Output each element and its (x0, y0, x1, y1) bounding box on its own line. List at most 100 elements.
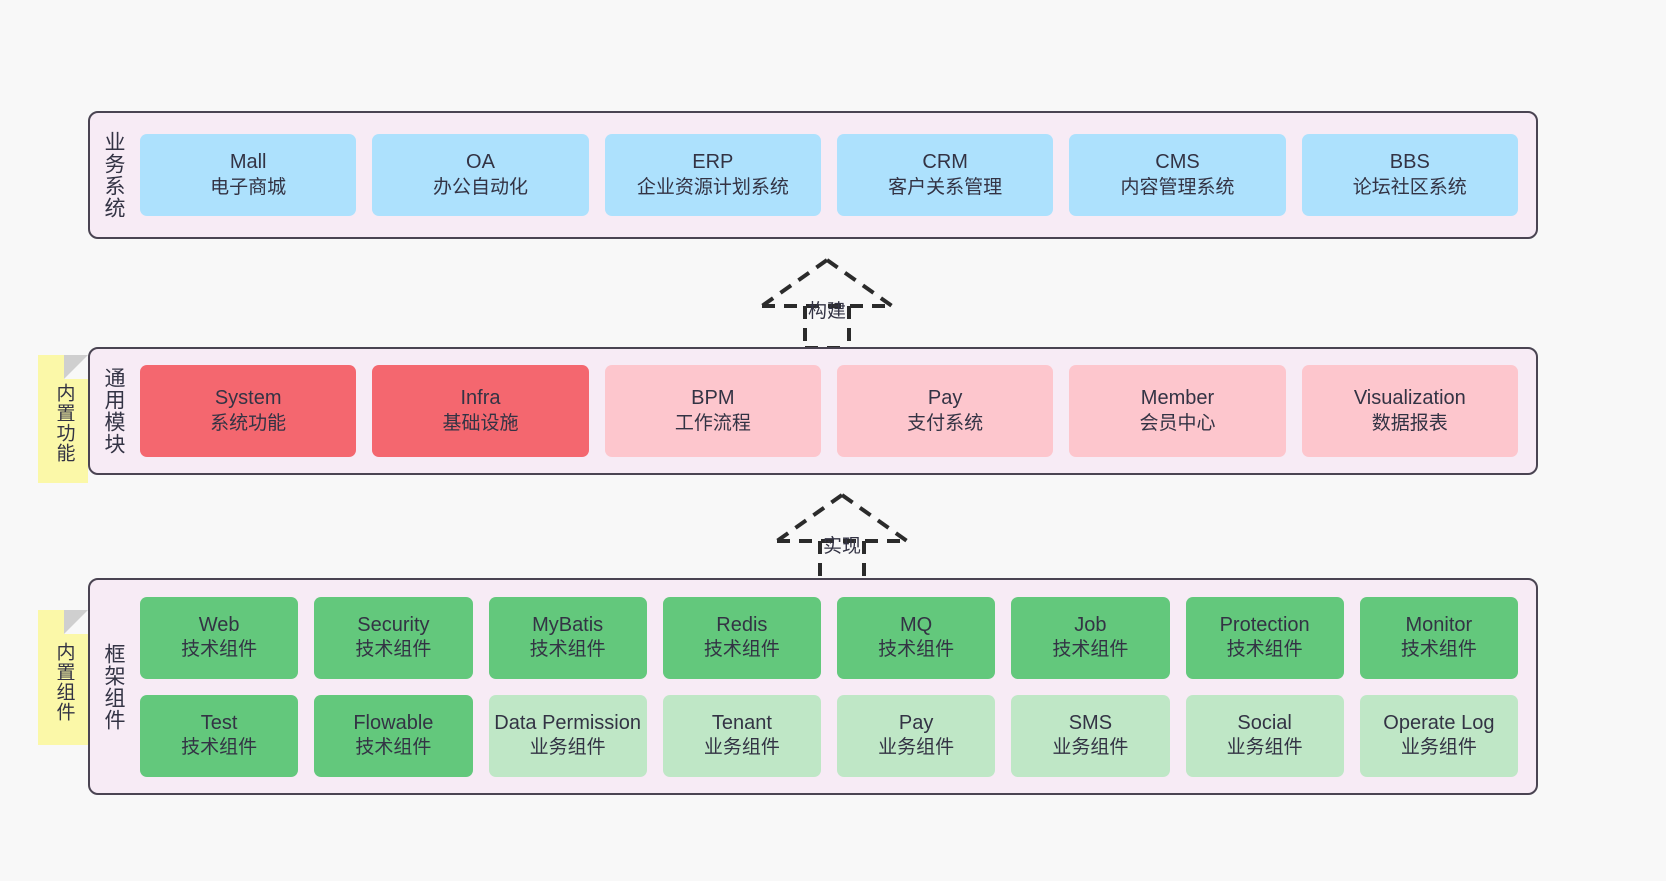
card-title-en: System (214, 387, 282, 410)
tech-component-card-monitor[interactable]: Monitor 技术组件 (1359, 596, 1518, 679)
card-title-cn: 系统功能 (210, 412, 287, 434)
card-title-en: BBS (1389, 151, 1430, 174)
card-title-cn: 电子商城 (210, 176, 287, 198)
implement-arrowhead-left (775, 493, 844, 543)
component-card-data-permission[interactable]: Data Permission 业务组件 (488, 694, 647, 777)
card-title-en: Test (200, 711, 238, 734)
build-arrowhead-right (825, 258, 894, 308)
card-title-en: MyBatis (532, 613, 604, 636)
card-title-en: CMS (1155, 151, 1200, 174)
tech-component-card-web[interactable]: Web 技术组件 (140, 596, 299, 679)
card-title-cn: 技术组件 (878, 639, 955, 661)
card-title-en: Visualization (1353, 387, 1466, 410)
card-title-cn: 技术组件 (355, 737, 432, 759)
card-title-cn: 技术组件 (355, 639, 432, 661)
card-title-en: Pay (927, 387, 963, 410)
card-title-en: Security (357, 613, 430, 636)
component-card-operate-log[interactable]: Operate Log 业务组件 (1359, 694, 1518, 777)
layer-business-title: 业务系统 (102, 131, 126, 219)
card-title-en: Flowable (353, 711, 434, 734)
card-title-cn: 技术组件 (1400, 639, 1477, 661)
card-title-en: Monitor (1405, 613, 1473, 636)
tech-component-card-job[interactable]: Job 技术组件 (1011, 596, 1170, 679)
card-title-cn: 技术组件 (1052, 639, 1129, 661)
card-title-cn: 工作流程 (674, 412, 751, 434)
card-title-en: BPM (691, 387, 735, 410)
card-title-cn: 数据报表 (1371, 412, 1448, 434)
card-title-cn: 技术组件 (181, 737, 258, 759)
card-title-en: MQ (900, 613, 933, 636)
card-title-cn: 论坛社区系统 (1352, 176, 1467, 198)
card-title-cn: 技术组件 (703, 639, 780, 661)
card-title-cn: 技术组件 (529, 639, 606, 661)
component-card-test[interactable]: Test 技术组件 (140, 694, 299, 777)
card-title-cn: 业务组件 (529, 737, 606, 759)
tech-component-card-mybatis[interactable]: MyBatis 技术组件 (488, 596, 647, 679)
card-title-en: OA (466, 151, 495, 174)
component-card-flowable[interactable]: Flowable 技术组件 (314, 694, 473, 777)
component-card-sms[interactable]: SMS 业务组件 (1011, 694, 1170, 777)
card-title-cn: 技术组件 (181, 639, 258, 661)
card-title-en: ERP (692, 151, 734, 174)
tech-component-card-security[interactable]: Security 技术组件 (314, 596, 473, 679)
card-title-en: Social (1237, 711, 1292, 734)
card-title-en: Pay (898, 711, 934, 734)
tech-component-card-mq[interactable]: MQ 技术组件 (837, 596, 996, 679)
sticky-note-builtin-features: 内置功能 (38, 355, 88, 483)
connector-build: 构建 (742, 252, 912, 352)
card-title-cn: 技术组件 (1226, 639, 1303, 661)
connector-build-label: 构建 (807, 301, 847, 322)
card-title-en: Job (1074, 613, 1107, 636)
card-title-en: Web (198, 613, 240, 636)
card-title-en: Member (1140, 387, 1215, 410)
card-title-en: SMS (1068, 711, 1113, 734)
layer-modules-title: 通用模块 (102, 367, 126, 455)
card-title-en: CRM (922, 151, 968, 174)
card-title-en: Data Permission (494, 711, 641, 734)
card-title-cn: 客户关系管理 (888, 176, 1003, 198)
sticky-note-builtin-components-label: 内置组件 (53, 641, 75, 722)
card-title-cn: 业务组件 (1052, 737, 1129, 759)
card-title-cn: 会员中心 (1139, 412, 1216, 434)
business-component-row: Test 技术组件 Flowable 技术组件 Data Permission 业务组件 T… (140, 694, 1518, 777)
card-title-en: Mall (229, 151, 267, 174)
card-title-cn: 业务组件 (1400, 737, 1477, 759)
layer-framework-title: 框架组件 (102, 642, 126, 731)
sticky-note-builtin-components: 内置组件 (38, 610, 88, 745)
sticky-note-builtin-features-label: 内置功能 (53, 383, 75, 463)
connector-implement-label: 实现 (822, 536, 862, 557)
card-title-cn: 企业资源计划系统 (636, 176, 789, 198)
card-title-cn: 办公自动化 (432, 176, 528, 198)
connector-implement: 实现 (757, 487, 927, 587)
card-title-en: Operate Log (1383, 711, 1495, 734)
card-title-en: Infra (460, 387, 501, 410)
card-title-en: Tenant (711, 711, 772, 734)
card-title-cn: 内容管理系统 (1120, 176, 1235, 198)
